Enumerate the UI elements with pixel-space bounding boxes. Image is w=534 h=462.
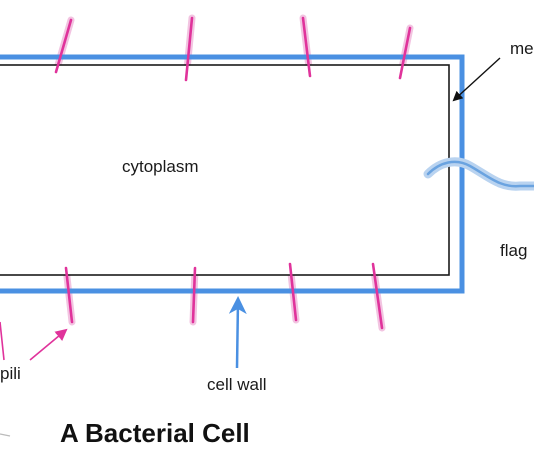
pili-arrow bbox=[29, 328, 68, 361]
label-membrane: me bbox=[510, 39, 534, 58]
membrane-arrow bbox=[452, 57, 501, 102]
pilus-top-4 bbox=[398, 26, 412, 80]
label-cytoplasm: cytoplasm bbox=[122, 157, 199, 176]
label-pili: pili bbox=[0, 364, 21, 383]
pili bbox=[54, 16, 412, 330]
pilus-bottom-3 bbox=[288, 262, 298, 322]
flagellum bbox=[426, 160, 534, 188]
pilus-top-1 bbox=[54, 18, 73, 74]
cell-membrane bbox=[0, 64, 450, 276]
cell-wall bbox=[0, 54, 465, 294]
pilus-top-3 bbox=[301, 16, 312, 78]
pilus-bottom-4 bbox=[371, 262, 384, 330]
cell-wall-arrow bbox=[228, 296, 247, 369]
pilus-bottom-2 bbox=[191, 266, 197, 324]
diagram-title: A Bacterial Cell bbox=[60, 418, 250, 448]
label-cell-wall: cell wall bbox=[207, 375, 267, 394]
pilus-bottom-1 bbox=[64, 266, 74, 324]
pili-arrow-partial bbox=[0, 321, 5, 361]
pilus-top-2 bbox=[184, 16, 194, 82]
fragment-mark bbox=[0, 433, 11, 437]
label-flagellum: flag bbox=[500, 241, 528, 260]
